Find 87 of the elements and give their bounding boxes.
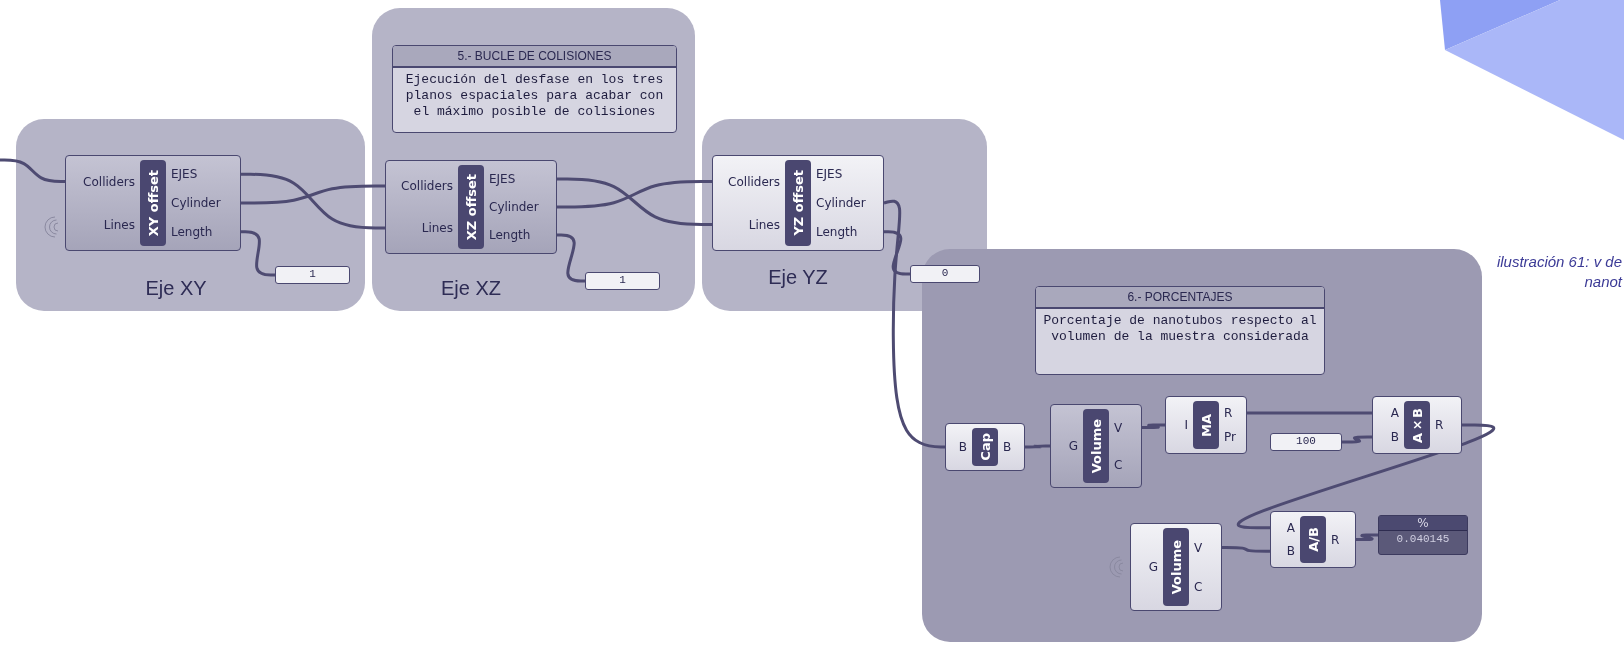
component-title: YZ offset: [785, 160, 811, 246]
group-label: Eje XZ: [441, 276, 501, 300]
component-title: XY offset: [140, 160, 166, 246]
input-label: Lines: [103, 217, 135, 232]
wire: [241, 172, 385, 230]
output-label: V: [1194, 540, 1203, 555]
component-box: [1165, 396, 1247, 454]
output-label: EJES: [171, 167, 198, 182]
group-label: Eje YZ: [768, 265, 828, 289]
wire: [557, 233, 585, 283]
input-label: B: [1390, 430, 1399, 444]
input-label: Colliders: [83, 174, 135, 189]
group-band: [372, 8, 695, 311]
wire: [241, 230, 275, 277]
group-label: Eje XY: [145, 276, 207, 300]
output-label: V: [1114, 420, 1123, 435]
output-label: Length: [489, 228, 531, 242]
component-title: Cap: [972, 428, 998, 466]
output-label: Pr: [1224, 430, 1236, 444]
wire: [1247, 411, 1372, 415]
input-label: A: [1390, 406, 1399, 420]
comment-title: 5.- BUCLE DE COLISIONES: [393, 46, 676, 68]
wire: [1142, 423, 1165, 429]
output-label: Cylinder: [489, 200, 539, 214]
input-label: I: [1184, 418, 1188, 432]
comment-box: [392, 45, 677, 133]
component-box: [1372, 396, 1462, 454]
caption: ilustración 61: v de nanot: [1495, 252, 1622, 292]
input-label: G: [1068, 439, 1078, 453]
input-label: A: [1286, 520, 1295, 535]
wire: [557, 180, 712, 209]
input-label: Lines: [421, 221, 453, 235]
component-title: Volume: [1163, 528, 1189, 606]
wire: [1356, 533, 1378, 541]
wire: [883, 199, 945, 449]
number-panel: 1: [275, 266, 350, 284]
component-title: XZ offset: [458, 165, 484, 249]
output-label: EJES: [816, 167, 843, 182]
component-title: Volume: [1083, 409, 1109, 483]
output-label: Cylinder: [171, 196, 221, 210]
component-box: [1270, 511, 1356, 568]
output-panel: [1378, 515, 1468, 555]
input-label: B: [1286, 544, 1295, 559]
component-title: A/B: [1300, 516, 1326, 563]
wire: [557, 177, 712, 226]
output-label: R: [1331, 532, 1340, 547]
wire: [884, 230, 910, 276]
input-label: Colliders: [728, 174, 780, 189]
component-box: [385, 160, 557, 254]
output-label: Length: [171, 224, 213, 239]
component-box: [945, 423, 1025, 471]
comment-title: 6.- PORCENTAJES: [1036, 287, 1324, 309]
panel-value: 0.040145: [1395, 532, 1451, 545]
panel-header: %: [1379, 516, 1467, 531]
component-box: [712, 155, 884, 251]
wire: [1237, 423, 1495, 530]
output-label: R: [1224, 406, 1233, 420]
output-label: C: [1114, 457, 1123, 472]
number-panel: 1: [585, 272, 660, 290]
input-label: Colliders: [401, 179, 453, 193]
component-box: [1130, 523, 1222, 611]
comment-text: Porcentaje de nanotubos respecto al volumen de la muestra considerada: [1042, 312, 1318, 346]
number-panel: 100: [1270, 433, 1342, 451]
component-box: [65, 155, 241, 251]
input-label: G: [1148, 560, 1158, 574]
component-title: A×B: [1404, 401, 1430, 449]
wire: [1342, 435, 1372, 444]
input-label: B: [958, 440, 967, 454]
wire: [0, 158, 65, 183]
group-band: [702, 119, 987, 311]
comment-box: [1035, 286, 1325, 375]
output-label: EJES: [489, 172, 516, 186]
group-band: [16, 119, 365, 311]
wire: [1222, 546, 1270, 553]
input-label: Lines: [748, 217, 780, 232]
wire: [241, 184, 385, 205]
output-label: Length: [816, 224, 858, 239]
output-label: B: [1003, 440, 1012, 454]
output-label: C: [1194, 579, 1203, 594]
output-label: Cylinder: [816, 196, 866, 210]
component-box: [1050, 404, 1142, 488]
number-panel: 0: [910, 265, 980, 283]
wire: [1025, 444, 1050, 449]
component-title: MA: [1193, 401, 1219, 449]
output-label: R: [1435, 418, 1444, 432]
group-band: [922, 249, 1482, 642]
comment-text: Ejecución del desfase en los tres planos espaciales para acabar con el máximo posible de colisiones: [404, 71, 665, 121]
